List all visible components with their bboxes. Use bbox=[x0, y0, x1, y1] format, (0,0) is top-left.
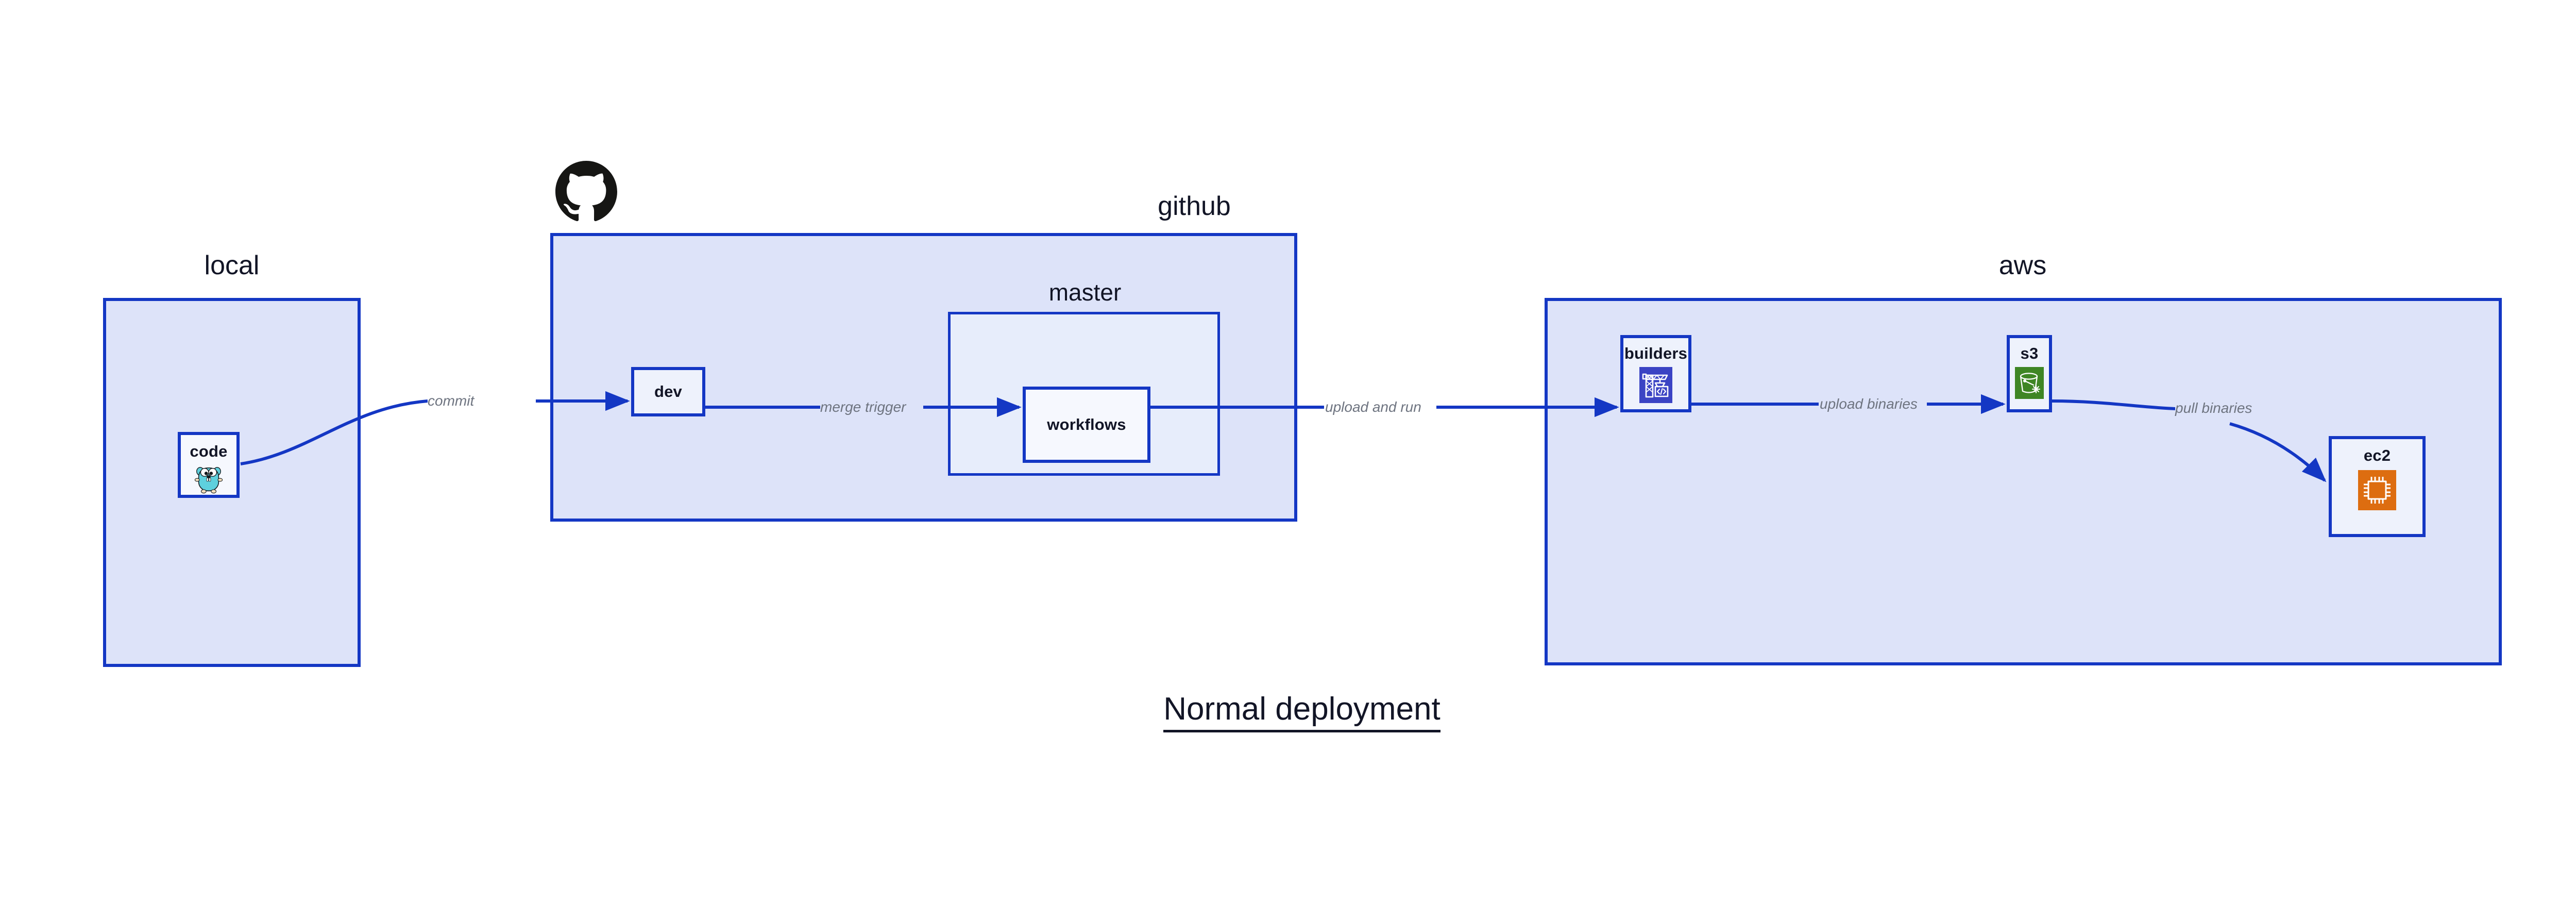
aws-ec2-chip-icon bbox=[2358, 470, 2396, 510]
aws-builders-crane-icon bbox=[1639, 367, 1672, 403]
group-label-local: local bbox=[204, 250, 260, 280]
diagram-title-text: Normal deployment bbox=[1163, 691, 1440, 732]
edge-label-upload-and-run: upload and run bbox=[1325, 399, 1421, 415]
go-gopher-icon bbox=[193, 464, 225, 496]
node-label-builders: builders bbox=[1624, 344, 1688, 362]
node-workflows[interactable]: workflows bbox=[1023, 387, 1150, 463]
node-label-code: code bbox=[190, 442, 228, 460]
node-builders[interactable]: builders bbox=[1620, 335, 1691, 412]
node-s3[interactable]: s3 bbox=[2007, 335, 2052, 412]
aws-s3-bucket-icon bbox=[2015, 367, 2044, 399]
node-label-ec2: ec2 bbox=[2363, 446, 2391, 464]
diagram-title: Normal deployment bbox=[0, 691, 2576, 732]
group-label-github: github bbox=[1158, 191, 1231, 221]
edge-label-pull-binaries: pull binaries bbox=[2175, 400, 2252, 416]
edge-label-commit: commit bbox=[428, 393, 474, 409]
subgroup-label-master: master bbox=[1048, 279, 1122, 306]
node-dev[interactable]: dev bbox=[631, 367, 705, 416]
edge-label-upload-binaries: upload binaries bbox=[1820, 396, 1918, 412]
edge-label-merge-trigger: merge trigger bbox=[820, 399, 906, 415]
node-code[interactable]: code bbox=[178, 432, 240, 498]
node-label-dev: dev bbox=[654, 382, 683, 400]
group-label-aws: aws bbox=[1998, 250, 2047, 280]
github-octocat-icon bbox=[555, 161, 617, 223]
node-label-workflows: workflows bbox=[1047, 415, 1126, 433]
node-ec2[interactable]: ec2 bbox=[2329, 436, 2426, 537]
node-label-s3: s3 bbox=[2020, 344, 2039, 362]
